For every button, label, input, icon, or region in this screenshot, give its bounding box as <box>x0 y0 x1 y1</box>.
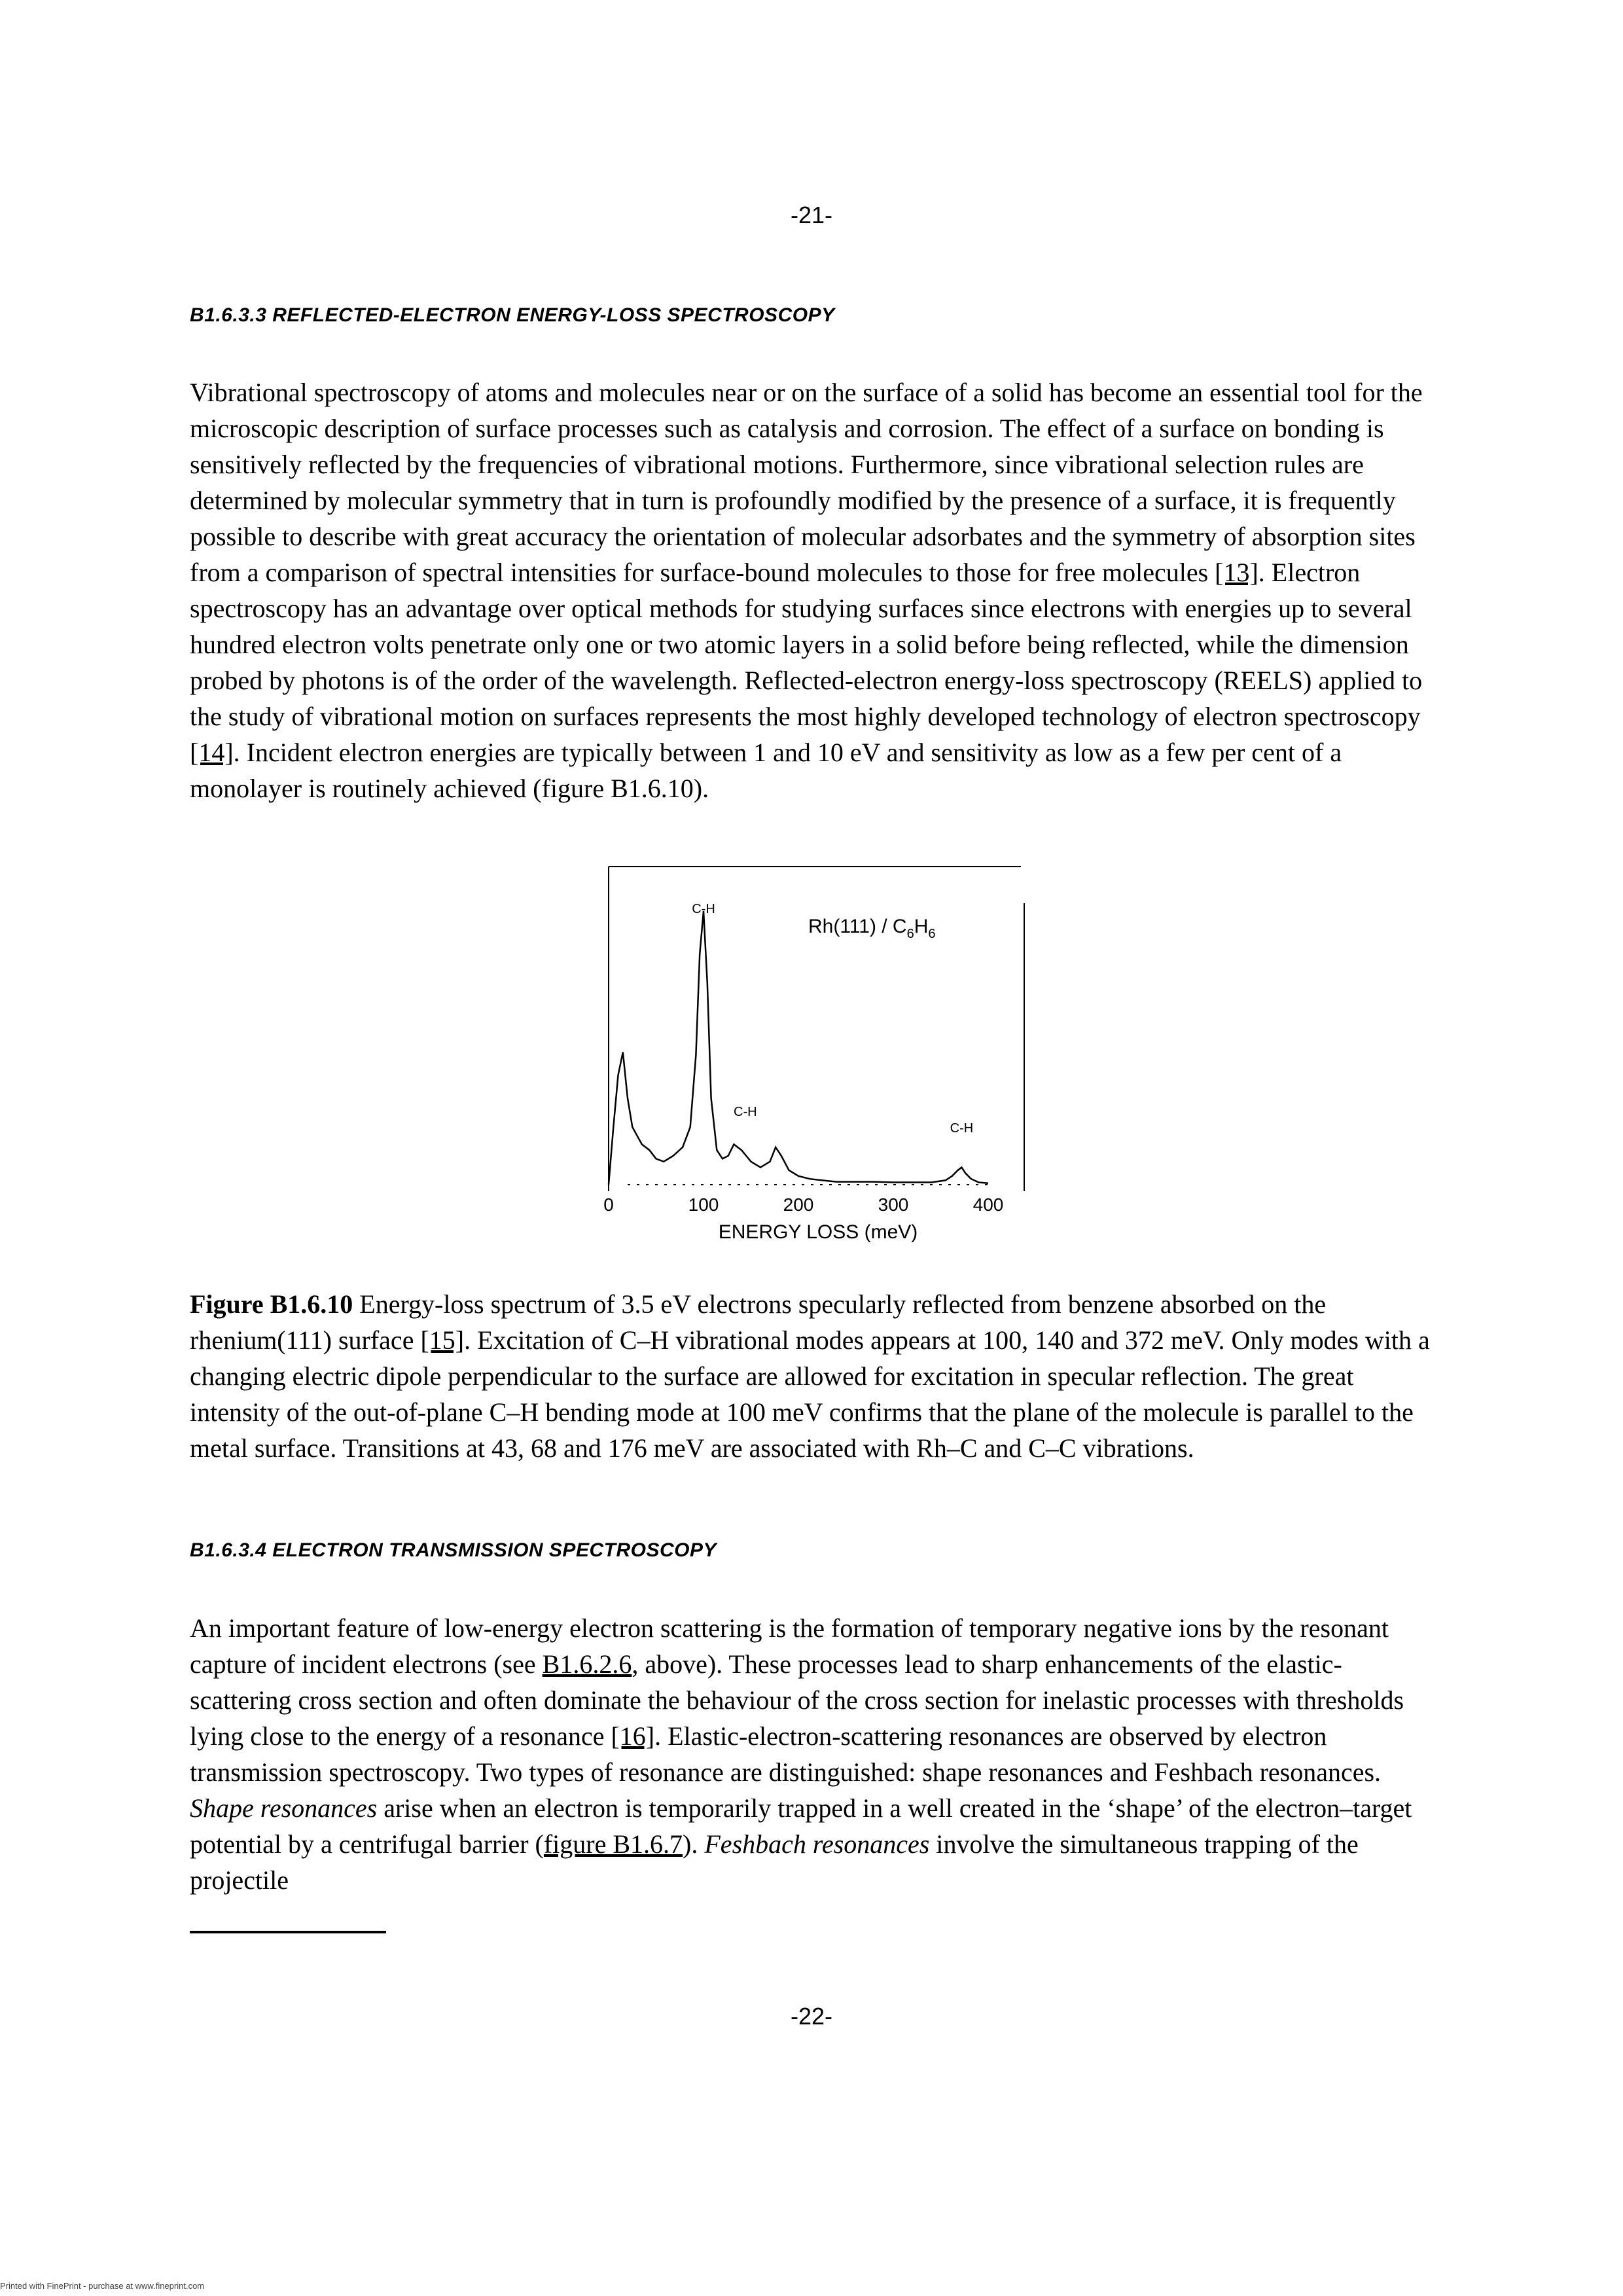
reference-link-15[interactable]: [15] <box>420 1325 465 1355</box>
sample-label: Rh(111) / C6H6 <box>808 916 936 941</box>
caption-label: Figure B1.6.10 <box>190 1289 353 1319</box>
paragraph-text: , above). These processes lead to sharp … <box>190 1649 1404 1751</box>
reference-link-13[interactable]: [13] <box>1215 558 1258 587</box>
peak-label-ch-100: C-H <box>692 902 715 916</box>
term-shape-resonances: Shape resonances <box>190 1793 378 1823</box>
paragraph-text: arise when an electron is temporarily tr… <box>190 1793 1412 1859</box>
figure-b1-6-10: Rh(111) / C6H6 C-H C-H C-H 0 100 200 300… <box>589 857 1034 1283</box>
footer-credit: Printed with FinePrint - purchase at www… <box>0 2281 205 2291</box>
caption-text: Energy-loss spectrum of 3.5 eV electrons… <box>190 1289 1327 1355</box>
page-number-bottom: -22- <box>790 2003 833 2030</box>
reference-link-16[interactable]: [16] <box>611 1721 655 1751</box>
paragraph-ets: An important feature of low-energy elect… <box>190 1610 1433 1898</box>
page-number-top: -21- <box>790 202 833 228</box>
paragraph-text: involve the simultaneous trapping of the… <box>190 1829 1359 1895</box>
section-link-b1-6-2-6[interactable]: B1.6.2.6 <box>542 1649 632 1679</box>
paragraph-text: An important feature of low-energy elect… <box>190 1613 1389 1679</box>
figure-link-b1-6-7[interactable]: figure B1.6.7 <box>543 1829 683 1859</box>
x-tick-label: 100 <box>688 1194 719 1215</box>
term-feshbach-resonances: Feshbach resonances <box>704 1829 930 1859</box>
x-tick-label: 400 <box>973 1194 1004 1215</box>
x-tick-label: 300 <box>878 1194 909 1215</box>
paragraph-text: . Elastic-electron-scattering resonances… <box>190 1721 1382 1787</box>
caption-text: . Excitation of C–H vibrational modes ap… <box>190 1325 1430 1463</box>
section-heading-ets: B1.6.3.4 ELECTRON TRANSMISSION SPECTROSC… <box>190 1539 717 1561</box>
paragraph-text: Vibrational spectroscopy of atoms and mo… <box>190 378 1423 587</box>
paragraph-text: . Electron spectroscopy has an advantage… <box>190 558 1423 731</box>
reference-link-14[interactable]: [14] <box>190 738 234 767</box>
section-heading-reels: B1.6.3.3 REFLECTED-ELECTRON ENERGY-LOSS … <box>190 304 835 326</box>
footnote-rule <box>190 1931 386 1933</box>
reels-spectrum-chart: Rh(111) / C6H6 C-H C-H C-H 0 100 200 300… <box>603 866 1025 1243</box>
peak-label-ch-372: C-H <box>950 1121 974 1136</box>
spectrum-line <box>607 910 989 1185</box>
figure-caption: Figure B1.6.10 Energy-loss spectrum of 3… <box>190 1286 1433 1466</box>
x-tick-label: 0 <box>603 1194 614 1215</box>
x-axis-label: ENERGY LOSS (meV) <box>719 1221 918 1243</box>
paragraph-reels: Vibrational spectroscopy of atoms and mo… <box>190 374 1433 806</box>
peak-label-ch-140: C-H <box>734 1105 757 1119</box>
series-layer <box>607 910 989 1185</box>
x-tick-label: 200 <box>783 1194 814 1215</box>
paragraph-text: ). <box>683 1829 705 1859</box>
paragraph-text: . Incident electron energies are typical… <box>190 738 1342 803</box>
